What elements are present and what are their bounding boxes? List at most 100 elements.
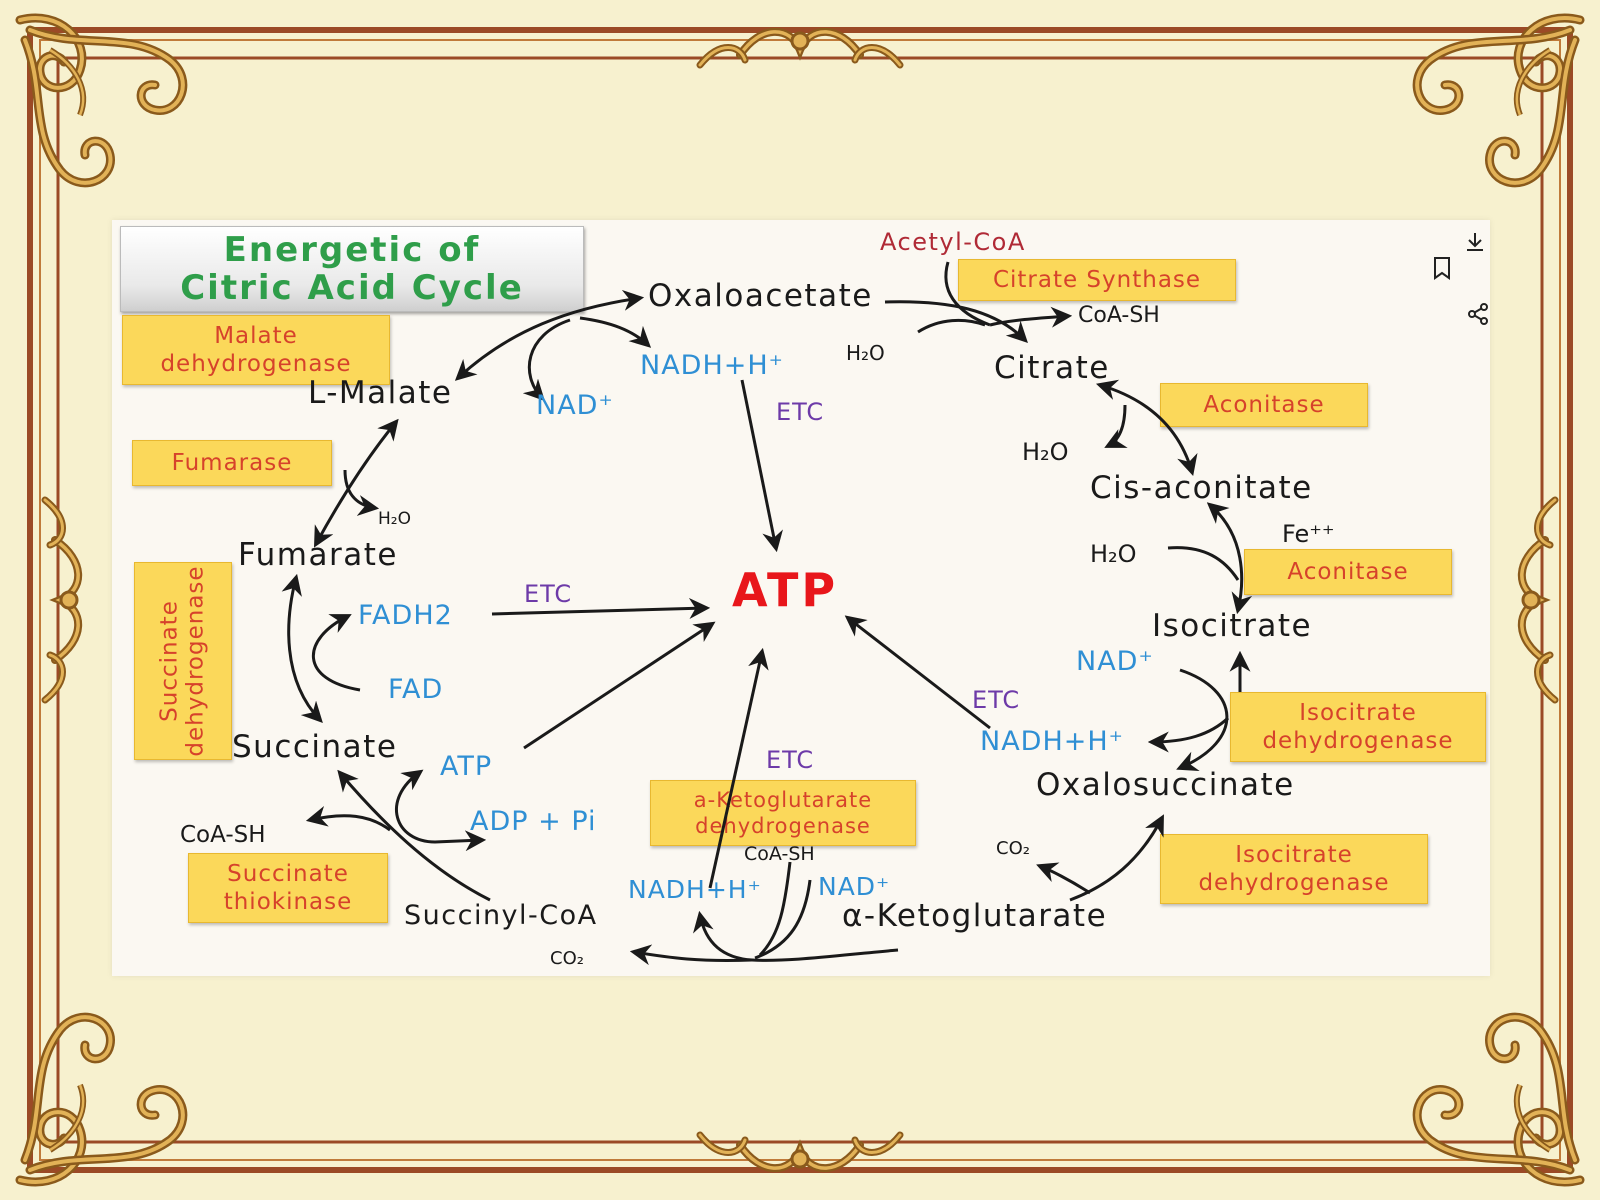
label-coa-sh-left: CoA-SH [180, 822, 266, 848]
arrow-fadh2-to-atp [491, 597, 711, 619]
arrow-h2o-in-aco2 [1167, 546, 1240, 581]
arrow-h2o-in-top [917, 318, 986, 334]
enzyme-akg-dehydrogenase: a-Ketoglutarate dehydrogenase [650, 780, 916, 846]
arrow-co2-out-right [1036, 862, 1091, 895]
enzyme-fumarase-label: Fumarase [171, 450, 293, 476]
title-line-1: Energetic of [223, 230, 481, 270]
arrow-oxalosuccinate-akg [1069, 814, 1164, 902]
etc-label-left: ETC [524, 580, 572, 608]
arrow-nad-in-bottom [754, 879, 812, 960]
arrow-coash-out [989, 306, 1073, 328]
arrow-oxaloacetate-citrate [884, 300, 1028, 343]
download-icon-glyph [1467, 233, 1483, 251]
metabolite-isocitrate: Isocitrate [1152, 608, 1312, 644]
cofactor-adp-pi: ADP + Pi [470, 806, 597, 837]
metabolite-labels: Oxaloacetate Citrate Cis-aconitate Isoci… [232, 278, 1313, 934]
label-fe: Fe⁺⁺ [1282, 520, 1335, 548]
arrow-succinate-fumarate [281, 573, 323, 724]
arrow-nadh-bottom-to-atp [708, 647, 769, 889]
download-icon[interactable] [1461, 228, 1489, 256]
metabolite-cis-aconitate: Cis-aconitate [1090, 470, 1313, 506]
cofactor-nad-right: NAD⁺ [1076, 646, 1154, 677]
arrow-nad-nadh-top [522, 318, 571, 402]
enzyme-icdh-2-line1: Isocitrate [1235, 842, 1353, 868]
cofactor-nadh-bottom: NADH+H⁺ [628, 875, 762, 904]
arrow-nadh-top-out [579, 316, 652, 348]
arrow-citrate-cisaconitate [1095, 379, 1198, 477]
cycle-arrows [281, 261, 1253, 966]
bookmark-icon-glyph [1434, 257, 1450, 280]
cofactor-fad: FAD [388, 674, 443, 705]
enzyme-aconitase-2-label: Aconitase [1287, 559, 1409, 585]
arrow-atp-adp [394, 769, 487, 852]
arrow-cisaconitate-isocitrate [1206, 502, 1253, 615]
label-co2-right: CO₂ [996, 838, 1030, 859]
small-labels: CoA-SH H₂O H₂O H₂O Fe⁺⁺ CO₂ CoA-SH CO₂ C… [180, 303, 1335, 969]
label-h2o-fum: H₂O [378, 509, 411, 529]
arrow-h2o-out-aco1 [1104, 404, 1128, 448]
cofactor-labels: NADH+H⁺ NAD⁺ NAD⁺ NADH+H⁺ NADH+H⁺ NAD⁺ A… [358, 350, 1154, 904]
metabolite-l-malate: L-Malate [308, 375, 453, 411]
arrow-malate-oxaloacetate [454, 289, 645, 381]
enzyme-malate-dh-line2: dehydrogenase [160, 351, 352, 377]
share-icon[interactable] [1464, 300, 1492, 328]
metabolite-oxalosuccinate: Oxalosuccinate [1036, 767, 1295, 803]
arrow-h2o-in-fum [343, 469, 380, 516]
arrow-nadh-right-to-atp [844, 615, 991, 730]
enzyme-citrate-synthase: Citrate Synthase [958, 259, 1236, 301]
arrow-acetylcoa-in [944, 261, 991, 327]
enzyme-icdh-1-line2: dehydrogenase [1262, 728, 1454, 754]
label-h2o-aco2: H₂O [1090, 540, 1137, 568]
metabolite-succinyl-coa: Succinyl-CoA [404, 900, 598, 931]
enzyme-malate-dehydrogenase: Malate dehydrogenase [122, 315, 390, 385]
enzyme-thiokinase-line1: Succinate [227, 861, 349, 887]
enzyme-akg-dh-line1: a-Ketoglutarate [693, 788, 873, 812]
enzyme-succinate-dehydrogenase: Succinate dehydrogenase [134, 562, 232, 760]
label-co2-bottom: CO₂ [550, 948, 584, 969]
enzyme-isocitrate-dehydrogenase-2: Isocitrate dehydrogenase [1160, 834, 1428, 904]
metabolite-fumarate: Fumarate [238, 537, 398, 573]
arrow-coash-in-bottom [758, 861, 792, 957]
cofactor-nad-bottom: NAD⁺ [818, 872, 890, 901]
label-coa-sh-bottom: CoA-SH [744, 843, 815, 865]
enzyme-citrate-synthase-label: Citrate Synthase [992, 267, 1202, 293]
bookmark-icon[interactable] [1428, 254, 1456, 282]
arrow-coash-out-left [305, 806, 391, 832]
enzyme-fumarase: Fumarase [132, 440, 332, 486]
arrow-gtp-to-atp [523, 621, 716, 750]
enzyme-icdh-2-line2: dehydrogenase [1198, 870, 1390, 896]
arrow-fumarate-malate [313, 418, 399, 548]
cofactor-nadh-top: NADH+H⁺ [640, 350, 784, 381]
arrow-nadh-out-right [1147, 716, 1230, 753]
arrow-fad-fadh2 [311, 614, 361, 692]
etc-label-top: ETC [776, 398, 824, 426]
enzyme-isocitrate-dehydrogenase-1: Isocitrate dehydrogenase [1230, 692, 1486, 762]
enzyme-aconitase-2: Aconitase [1244, 549, 1452, 595]
arrow-co2-out-bottom [629, 944, 753, 966]
enzyme-aconitase-1: Aconitase [1160, 383, 1368, 427]
label-acetyl-coa: Acetyl-CoA [880, 228, 1026, 256]
cofactor-fadh2: FADH2 [358, 600, 453, 631]
cofactor-nad-top: NAD⁺ [536, 390, 614, 421]
metabolite-citrate: Citrate [994, 350, 1110, 386]
cofactor-atp-left: ATP [440, 751, 492, 782]
arrow-isocitrate-oxalosuccinate [1176, 668, 1229, 771]
etc-label-bottom: ETC [766, 746, 814, 774]
enzyme-aconitase-1-label: Aconitase [1203, 392, 1325, 418]
arrow-akg-succinylcoa [693, 910, 899, 962]
enzyme-thiokinase-line2: thiokinase [223, 889, 353, 915]
enzyme-icdh-1-line1: Isocitrate [1299, 700, 1417, 726]
label-coa-sh-top: CoA-SH [1078, 303, 1160, 328]
metabolite-oxaloacetate: Oxaloacetate [648, 278, 873, 314]
etc-labels: ETC ETC ETC ETC [524, 398, 1020, 774]
enzyme-succinate-thiokinase: Succinate thiokinase [188, 853, 388, 923]
label-h2o-top: H₂O [846, 341, 885, 365]
metabolite-succinate: Succinate [232, 729, 397, 765]
cofactor-nadh-right: NADH+H⁺ [980, 726, 1124, 757]
label-h2o-aco1: H₂O [1022, 438, 1069, 466]
center-atp: ATP [732, 563, 838, 617]
arrow-nadh-top-to-atp [740, 379, 783, 553]
etc-label-right: ETC [972, 686, 1020, 714]
